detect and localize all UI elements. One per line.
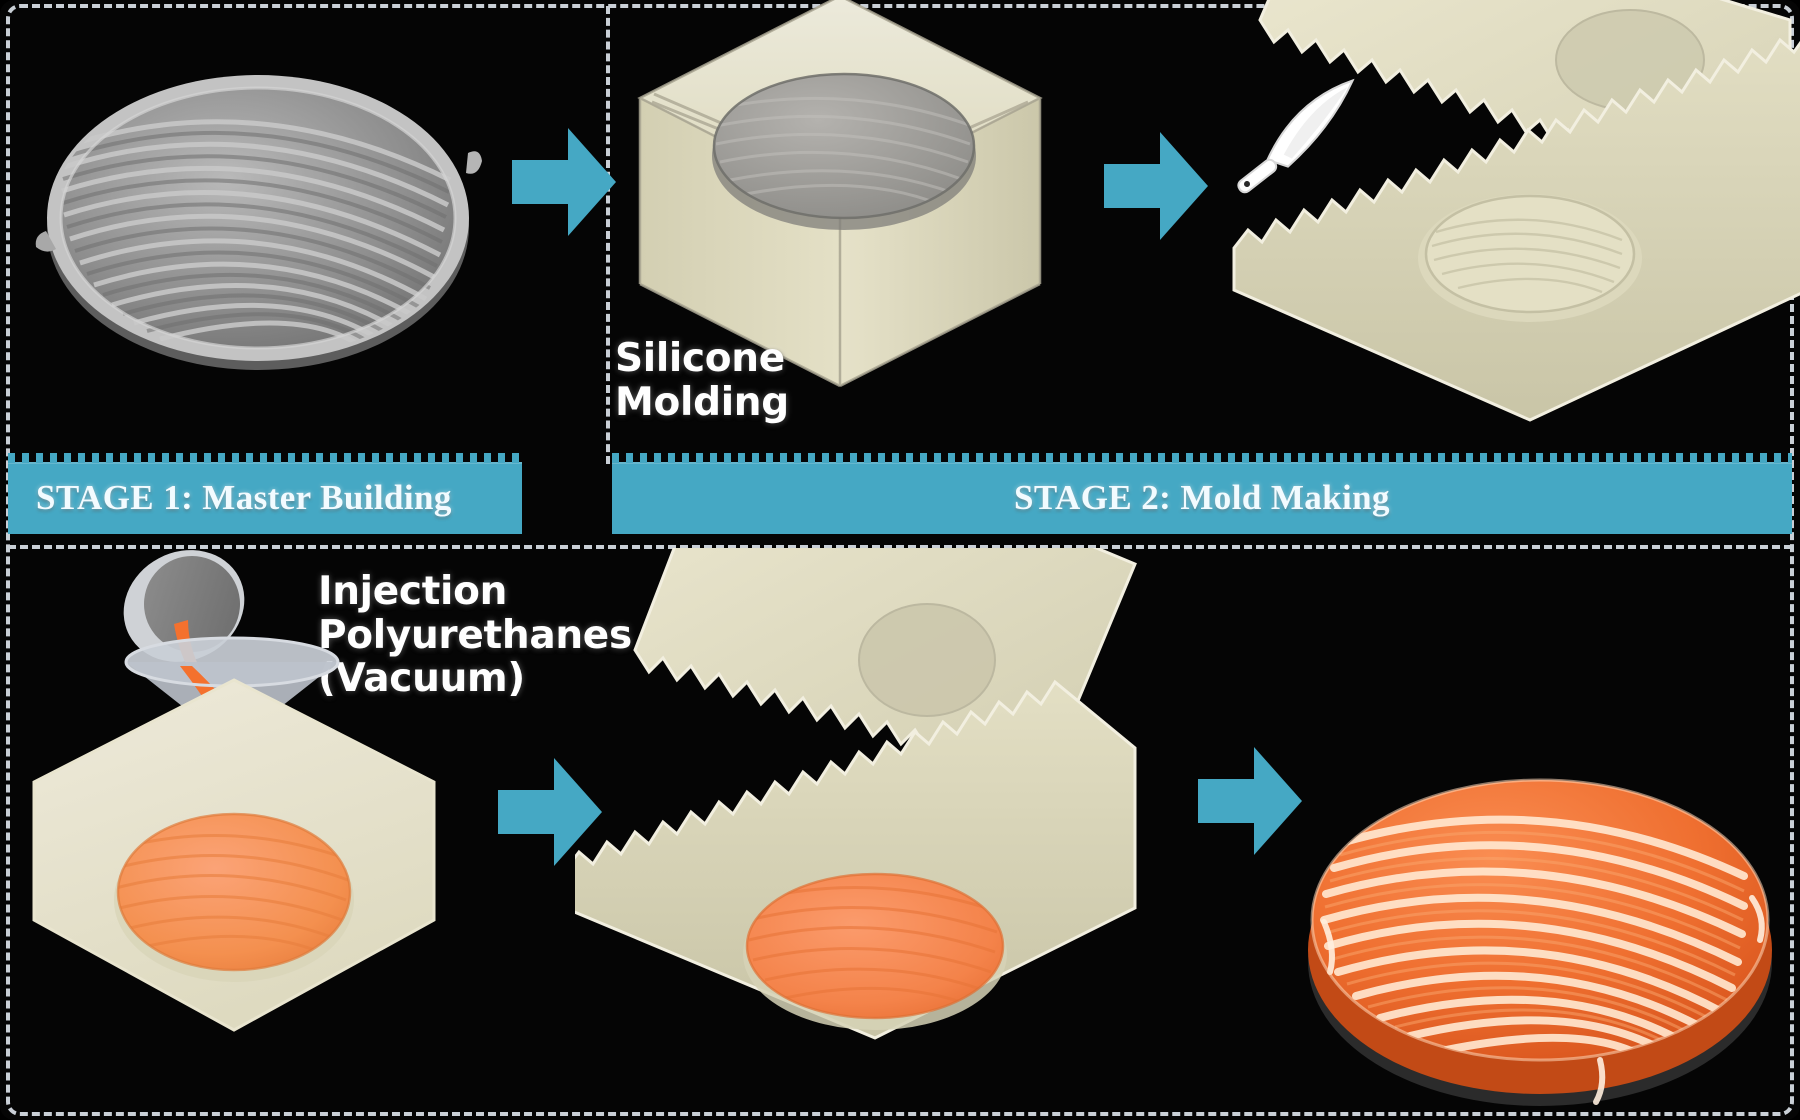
scalpel-knife-icon	[1237, 78, 1355, 194]
mold-cutting-artwork	[1232, 0, 1800, 422]
filled-mold-block-artwork	[32, 678, 436, 1032]
stage-2-banner-label: STAGE 2: Mold Making	[1014, 478, 1390, 517]
stage-2-banner: STAGE 2: Mold Making	[612, 462, 1792, 534]
arrow-4-icon	[1198, 747, 1302, 855]
master-pattern-artwork	[35, 75, 482, 370]
stage-divider-horizontal	[8, 545, 1792, 549]
injection-polyurethanes-label: Injection Polyurethanes (Vacuum)	[318, 569, 632, 702]
stage-1-banner-label: STAGE 1: Master Building	[36, 478, 452, 517]
arrow-2-icon	[1104, 132, 1208, 240]
silicone-molding-label: Silicone Molding	[615, 336, 789, 425]
arrow-1-icon	[512, 128, 616, 236]
stage-1-banner: STAGE 1: Master Building	[8, 462, 522, 534]
silicone-molding-block-artwork	[637, 0, 1043, 388]
stage-divider-vertical	[606, 6, 610, 464]
mold-opening-artwork	[575, 548, 1137, 1040]
finished-part-artwork	[1308, 778, 1772, 1106]
resin-pouring-cup-icon	[123, 550, 245, 695]
arrow-3-icon	[498, 758, 602, 866]
